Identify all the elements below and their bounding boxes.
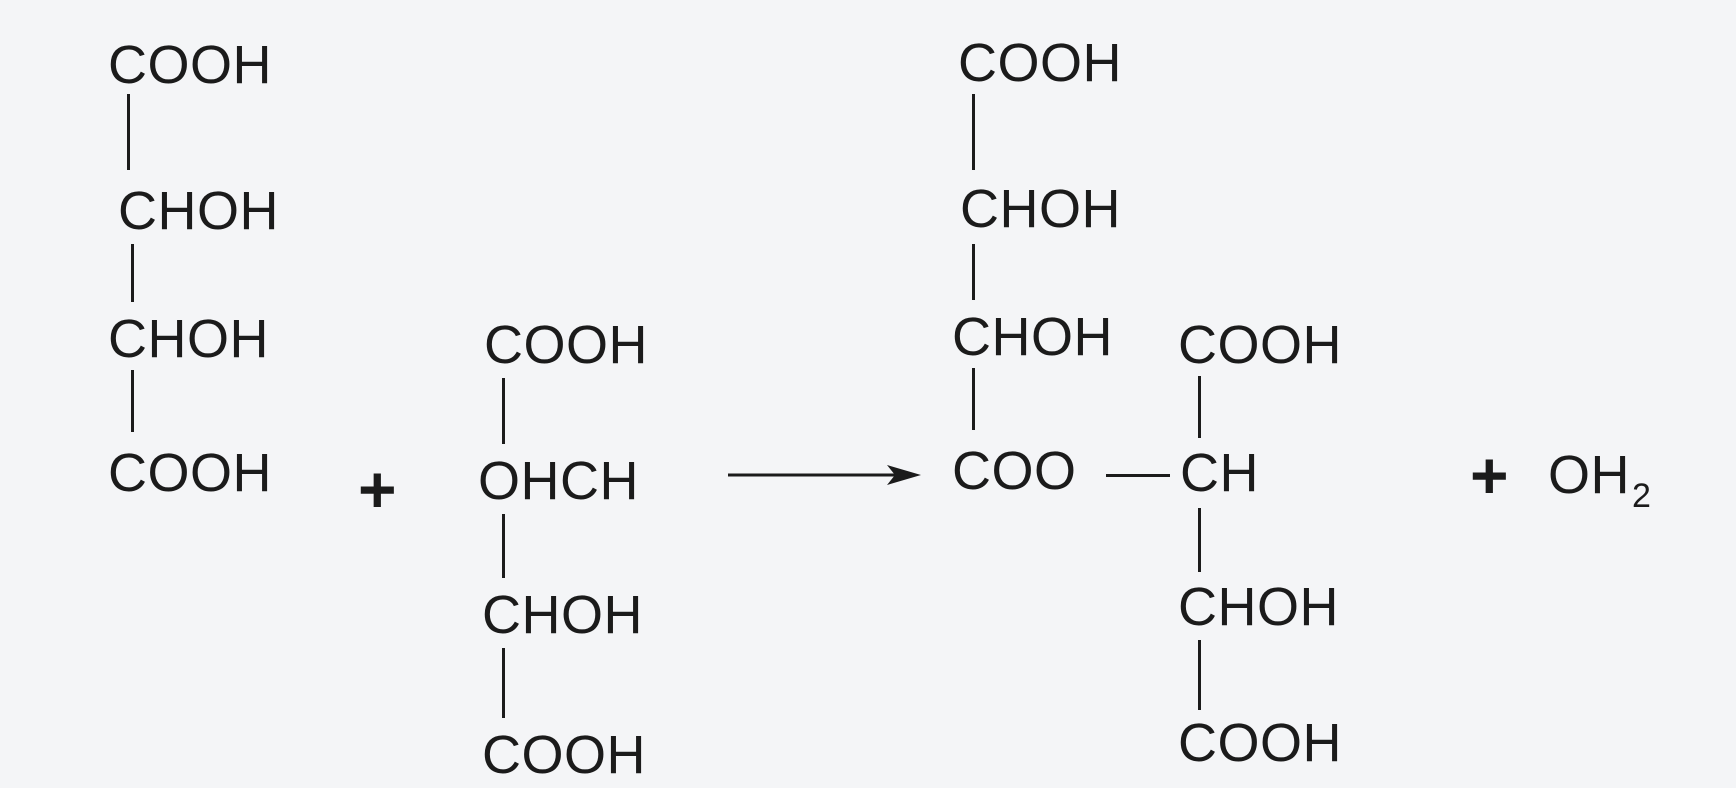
water-formula-base: OH — [1548, 445, 1630, 505]
reaction-arrow — [728, 465, 921, 485]
water-formula-subscript: 2 — [1632, 477, 1652, 515]
product-chain-2-group-1: COOH — [1178, 315, 1342, 375]
reactant-1-bond-3 — [131, 370, 134, 432]
product-chain-2-bond-2 — [1198, 508, 1201, 572]
water-formula: OH2 — [1548, 445, 1651, 513]
product-chain-1-bond-1 — [972, 94, 975, 170]
reactant-2-bond-3 — [502, 648, 505, 718]
product-chain-2-group-3: CHOH — [1178, 577, 1339, 637]
reactant-2-bond-2 — [502, 514, 505, 578]
ester-bond — [1106, 474, 1170, 477]
product-chain-1-group-1: COOH — [958, 33, 1122, 93]
reactant-2-group-2: OHCH — [478, 451, 639, 511]
product-chain-1-group-3: CHOH — [952, 307, 1113, 367]
reactant-1-group-4: COOH — [108, 443, 272, 503]
product-chain-1-bond-3 — [972, 368, 975, 430]
plus-sign: + — [358, 452, 397, 526]
reactant-1-group-3: CHOH — [108, 309, 269, 369]
product-chain-2-bond-1 — [1198, 376, 1201, 438]
product-chain-2-group-2: CH — [1180, 443, 1259, 503]
reactant-2-group-4: COOH — [482, 725, 646, 785]
product-chain-2-bond-3 — [1198, 640, 1201, 710]
reactant-1-bond-1 — [127, 94, 130, 170]
reactant-1-bond-2 — [131, 244, 134, 302]
reactant-2-bond-1 — [502, 378, 505, 444]
reactant-2-group-3: CHOH — [482, 585, 643, 645]
product-chain-1-group-4: COO — [952, 441, 1077, 501]
reactant-2-group-1: COOH — [484, 315, 648, 375]
product-chain-1-group-2: CHOH — [960, 179, 1121, 239]
reactant-1-group-1: COOH — [108, 35, 272, 95]
product-chain-1-bond-2 — [972, 244, 975, 300]
plus-sign-2: + — [1470, 438, 1509, 512]
product-chain-2-group-4: COOH — [1178, 713, 1342, 773]
reactant-1-group-2: CHOH — [118, 181, 279, 241]
